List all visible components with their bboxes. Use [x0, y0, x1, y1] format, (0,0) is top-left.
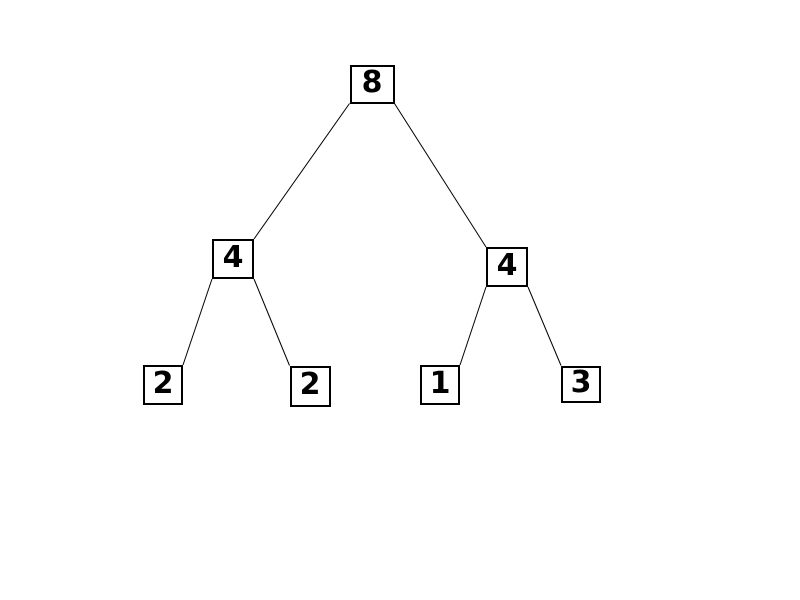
tree-edge-left-to-left-right: [253, 278, 290, 366]
tree-node-label: 4: [496, 248, 518, 283]
tree-node-left-right: 2: [289, 365, 331, 407]
tree-node-left-left: 2: [143, 365, 183, 405]
tree-edge-right-to-right-right: [527, 286, 562, 366]
tree-edge-left-to-left-left: [182, 278, 213, 366]
tree-node-label: 4: [222, 240, 244, 275]
tree-edge-root-to-right: [394, 103, 487, 248]
tree-edge-right-to-right-left: [459, 286, 487, 366]
tree-node-left: 4: [212, 239, 254, 279]
tree-node-label: 1: [429, 366, 451, 401]
tree-edge-root-to-left: [253, 103, 350, 240]
tree-node-right-right: 3: [561, 365, 601, 403]
tree-node-right: 4: [486, 247, 528, 287]
tree-node-label: 2: [152, 366, 174, 401]
tree-node-label: 8: [361, 65, 383, 100]
tree-node-label: 3: [570, 365, 592, 400]
tree-node-root: 8: [349, 64, 395, 104]
tree-node-right-left: 1: [420, 365, 460, 405]
tree-node-label: 2: [299, 367, 321, 402]
